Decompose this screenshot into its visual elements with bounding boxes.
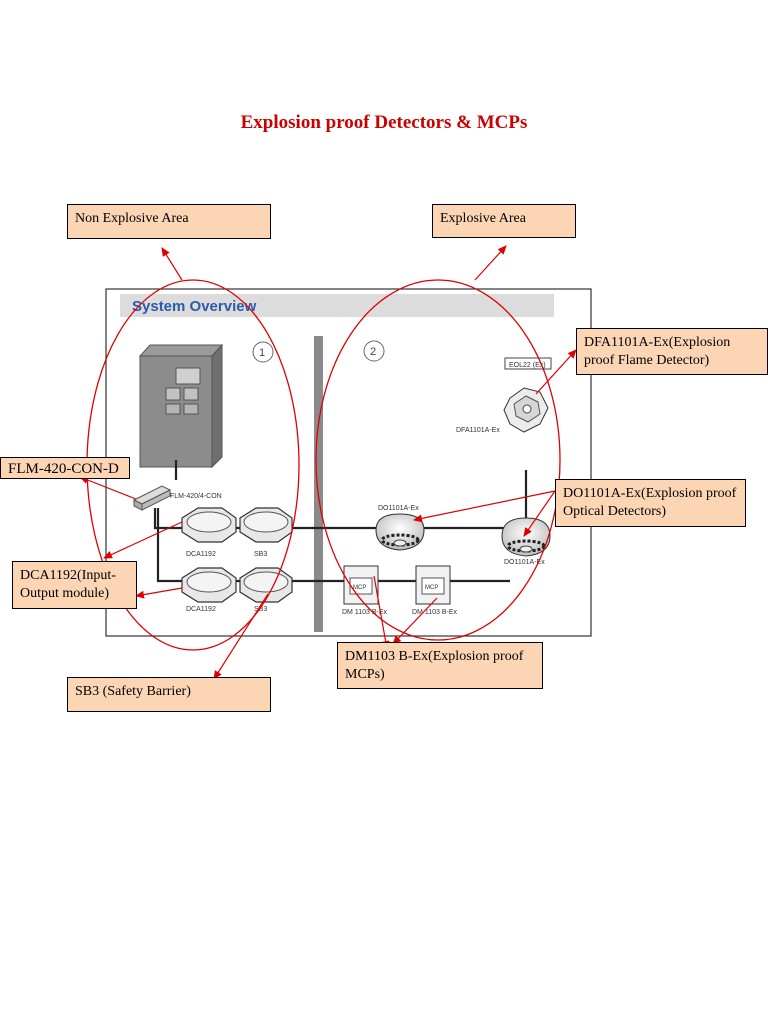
mcp-left-text: MCP [353,585,366,591]
zone-1-marker [252,341,274,363]
manual-call-point-left-icon: MCP [343,565,379,605]
sb3-top-label: SB3 [254,551,267,558]
dfa-label: DFA1101A-Ex [456,427,500,434]
flm-module-icon [132,485,172,511]
overview-header: System Overview [132,298,257,315]
callout-non-explosive-area: Non Explosive Area [67,204,271,239]
explosive-area-ellipse [315,279,561,641]
overview-header-bar [120,294,554,317]
manual-call-point-right-icon: MCP [415,565,451,605]
eol-box [504,357,552,370]
sb3-bottom-label: SB3 [254,606,267,613]
annotation-arrows [79,245,577,680]
eol-label: EOL22 (Ex) [509,362,546,369]
callout-sb3-safety-barrier: SB3 (Safety Barrier) [67,677,271,712]
zone-1-label: 1 [259,347,265,359]
zone-2-marker [363,340,385,362]
flame-detector-icon [503,387,549,433]
callout-dm-mcps: DM1103 B-Ex(Explosion proof MCPs) [337,642,543,689]
dm-right-label: DM 1103 B-Ex [412,609,457,616]
dca1192-top-label: DCA1192 [186,551,216,558]
dca1192-bottom-label: DCA1192 [186,606,216,613]
callout-explosive-area: Explosive Area [432,204,576,238]
page-title: Explosion proof Detectors & MCPs [240,112,528,133]
do-right-label: DO1101A-Ex [504,559,545,566]
flm-device-label: FLM-420/4-CON [170,493,222,500]
zone-2-label: 2 [370,346,376,358]
callout-dfa-flame-detector: DFA1101A-Ex(Explosion proof Flame Detect… [576,328,768,375]
callout-dca-io-module: DCA1192(Input-Output module) [12,561,137,609]
sb3-top-module [239,507,293,543]
optical-detector-center-icon [375,513,425,551]
callout-do-optical-detectors: DO1101A-Ex(Explosion proof Optical Detec… [555,479,746,527]
dca1192-bottom-module [181,567,237,603]
mcp-right-text: MCP [425,585,438,591]
callout-flm-module: FLM-420-CON-D [0,457,130,479]
dm-left-label: DM 1103 B-Ex [342,609,387,616]
do-center-label: DO1101A-Ex [378,505,419,512]
dca1192-top-module [181,507,237,543]
fire-control-panel-icon [138,343,224,469]
optical-detector-right-icon [501,517,551,557]
zone-divider [314,336,323,632]
